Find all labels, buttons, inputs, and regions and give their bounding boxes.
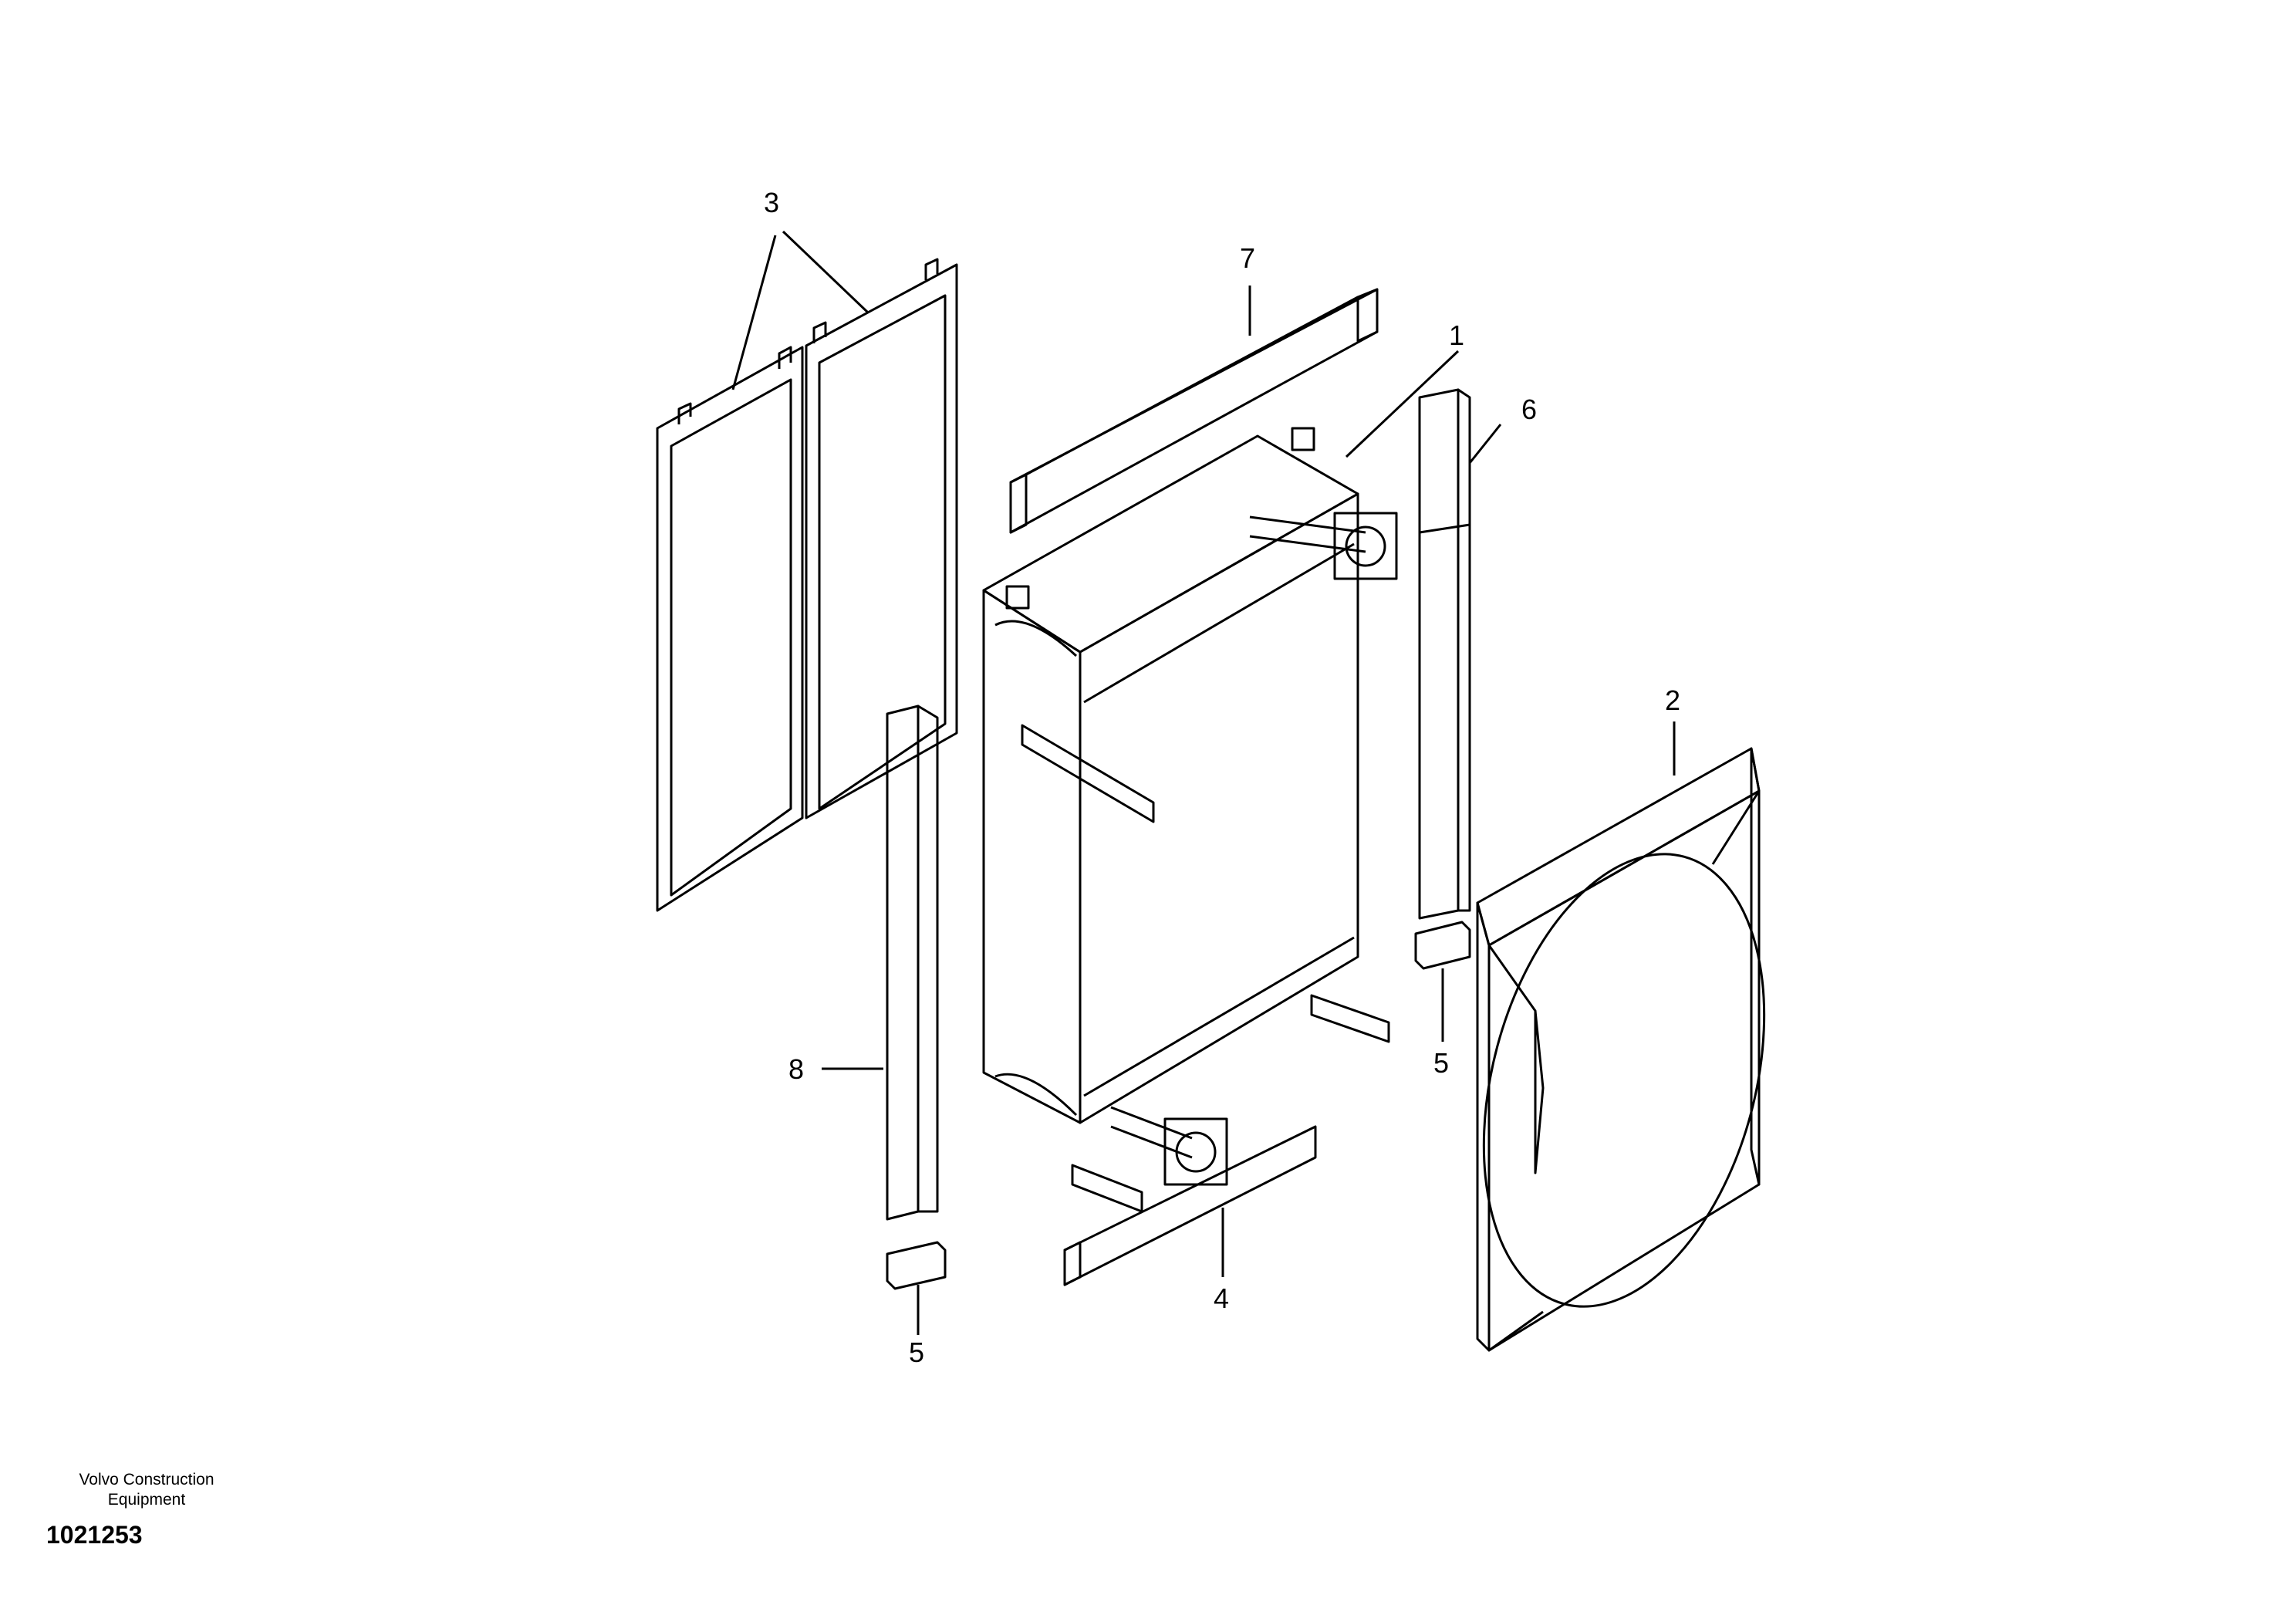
callout-8: 8 (788, 1053, 804, 1085)
brand-line-1: Volvo Construction (79, 1471, 214, 1489)
fan-shroud (1476, 747, 1766, 1352)
callout-5-left: 5 (909, 1336, 924, 1368)
callout-3: 3 (764, 187, 779, 218)
right-upright-post (1418, 388, 1471, 920)
leader-lines (731, 230, 1676, 1335)
callout-labels: 3 7 1 6 2 8 5 5 4 (764, 187, 1680, 1368)
leader-1 (1345, 350, 1460, 458)
drawing-footer: Volvo Construction Equipment 1021253 (46, 1470, 247, 1549)
callout-4: 4 (1214, 1282, 1229, 1314)
callout-7: 7 (1240, 242, 1255, 274)
brand-line-2: Equipment (107, 1491, 186, 1509)
leader-3a (731, 235, 777, 390)
callout-5-right: 5 (1433, 1047, 1449, 1079)
upper-bracket-strip (1009, 288, 1379, 534)
screen-panel-right (805, 258, 958, 819)
spacer-blocks (886, 921, 1471, 1290)
radiator-core (982, 427, 1398, 1213)
callout-2: 2 (1665, 684, 1680, 716)
lower-bracket-strip (1063, 1125, 1317, 1286)
screen-panels (656, 258, 958, 912)
leader-3b (782, 230, 869, 314)
callout-1: 1 (1449, 319, 1464, 351)
document-number: 1021253 (46, 1521, 143, 1549)
screen-panel-left (656, 346, 804, 912)
left-upright-post (886, 705, 939, 1221)
leader-6 (1468, 424, 1502, 464)
callout-6: 6 (1521, 394, 1537, 425)
